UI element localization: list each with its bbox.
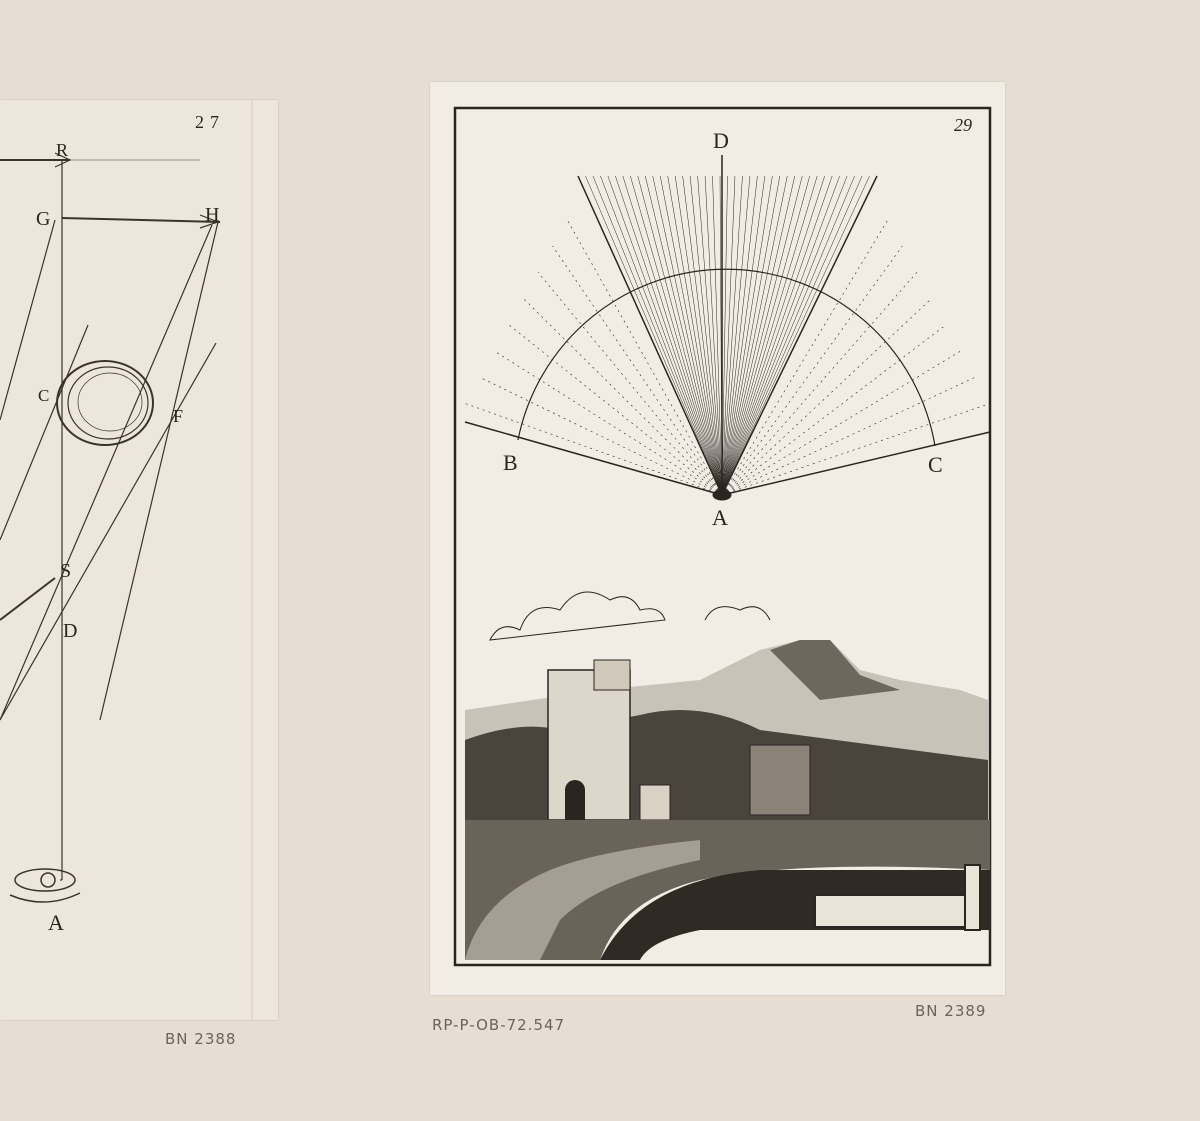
- solid-ray: [674, 175, 723, 496]
- label-g: G: [36, 208, 51, 230]
- solid-ray: [721, 175, 833, 496]
- solid-ray: [682, 175, 723, 496]
- inventory-note: RP-P-OB-72.547: [432, 1016, 566, 1034]
- ray-ab: [464, 421, 723, 496]
- solid-ray: [600, 175, 723, 496]
- dotted-ray: [523, 298, 723, 496]
- solid-ray: [721, 175, 810, 496]
- page-number: 29: [954, 115, 972, 135]
- solid-ray: [622, 175, 723, 496]
- dotted-ray: [721, 271, 918, 496]
- solid-ray: [721, 175, 728, 496]
- solid-ray: [704, 175, 723, 496]
- dotted-ray: [566, 219, 723, 496]
- print-frame: [453, 106, 992, 967]
- label-d: D: [713, 128, 729, 153]
- catalog-note: BN 2389: [915, 1002, 987, 1020]
- dotted-ray: [494, 350, 723, 496]
- label-c: C: [928, 452, 943, 477]
- solid-ray: [630, 175, 723, 496]
- label-r: R: [56, 140, 69, 160]
- solid-ray: [721, 175, 863, 496]
- solid-ray: [721, 175, 751, 496]
- solid-ray: [721, 175, 840, 496]
- solid-ray: [721, 175, 818, 496]
- solid-ray: [645, 175, 723, 496]
- solid-ray: [637, 175, 723, 496]
- fan-of-rays-diagram: [464, 155, 991, 501]
- solid-ray: [667, 175, 723, 496]
- label-c: C: [38, 386, 50, 405]
- label-d: D: [63, 620, 78, 642]
- solid-ray: [721, 175, 781, 496]
- label-a: A: [48, 910, 64, 935]
- dotted-ray: [508, 324, 723, 496]
- solid-ray: [592, 175, 723, 496]
- solid-ray: [607, 175, 723, 496]
- solid-ray: [721, 175, 736, 496]
- solid-ray: [652, 175, 723, 496]
- solid-ray: [585, 175, 723, 496]
- page-number: 27: [195, 112, 225, 132]
- dotted-ray: [721, 324, 947, 496]
- ray-ac: [721, 431, 991, 496]
- label-b: B: [503, 450, 518, 475]
- solid-ray: [721, 175, 803, 496]
- arc-bc: [517, 268, 936, 447]
- solid-ray: [721, 175, 758, 496]
- solid-ray: [721, 175, 825, 496]
- solid-ray: [721, 175, 788, 496]
- label-f: F: [173, 406, 184, 426]
- solid-ray: [689, 175, 723, 496]
- solid-ray: [577, 175, 723, 496]
- label-s: S: [60, 560, 72, 582]
- dotted-ray: [721, 376, 976, 496]
- solid-ray: [721, 175, 743, 496]
- dotted-ray: [537, 271, 723, 496]
- solid-ray: [697, 175, 723, 496]
- solid-ray: [721, 175, 878, 496]
- dotted-ray: [552, 245, 723, 496]
- solid-ray: [721, 175, 848, 496]
- dotted-ray: [721, 245, 903, 496]
- solid-ray: [721, 175, 796, 496]
- solid-ray: [721, 175, 773, 496]
- solid-ray: [712, 175, 723, 496]
- left-optics-diagram: [0, 100, 253, 1020]
- solid-ray: [721, 175, 870, 496]
- dotted-ray: [721, 350, 961, 496]
- label-a: A: [712, 505, 728, 530]
- label-h: H: [205, 204, 220, 226]
- solid-ray: [659, 175, 723, 496]
- catalog-note: BN 2388: [165, 1030, 237, 1048]
- landscape-engraving: [465, 591, 990, 960]
- solid-ray: [615, 175, 723, 496]
- solid-ray: [721, 175, 766, 496]
- eye-icon: [712, 489, 732, 501]
- solid-ray: [721, 175, 855, 496]
